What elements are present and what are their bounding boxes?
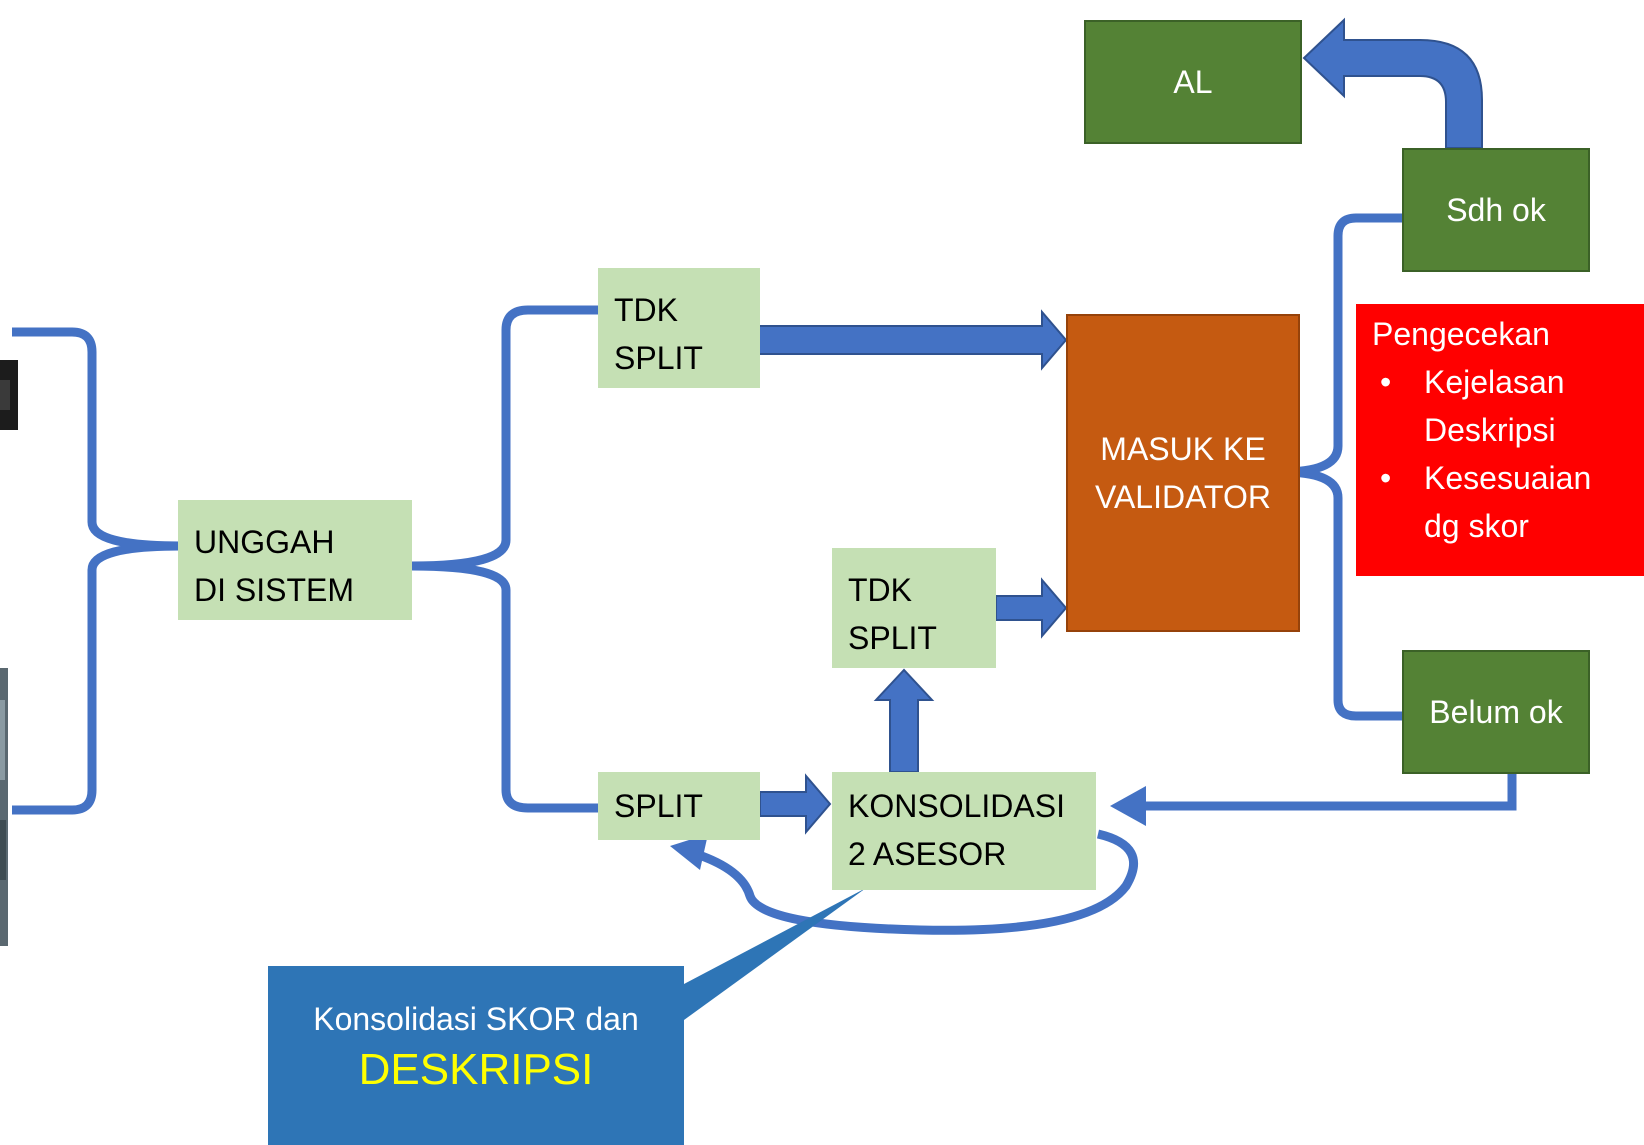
photo-fragment-bottom [0,668,8,946]
node-label: VALIDATOR [1094,479,1272,515]
node-label: AL [1173,64,1213,100]
node-label: TDK [614,292,678,328]
arrow-tdk-split-mid-to-validator [995,577,1068,639]
node-unggah-di-sistem: UNGGAH DI SISTEM [178,500,412,620]
pengecekan-item-text: Kesesuaian [1424,460,1592,496]
node-label: SPLIT [614,788,703,824]
arrowhead-loop-to-split [670,834,708,870]
node-belum-ok: Belum ok [1402,650,1590,774]
pengecekan-list: Kejelasan Deskripsi Kesesuaian dg skor [1372,358,1628,550]
callout-konsolidasi-skor: Konsolidasi SKOR dan DESKRIPSI [268,966,684,1145]
node-label: SPLIT [614,340,703,376]
node-label: DI SISTEM [194,572,355,608]
node-konsolidasi-2-asesor: KONSOLIDASI 2 ASESOR [832,772,1096,890]
pengecekan-note: Pengecekan Kejelasan Deskripsi Kesesuaia… [1356,304,1644,576]
pengecekan-item: Kesesuaian dg skor [1372,454,1628,550]
pengecekan-title: Pengecekan [1372,316,1550,352]
node-label: KONSOLIDASI [848,788,1065,824]
arrow-konsolidasi-to-tdk-split [873,668,935,773]
left-brace [12,327,181,815]
arrow-split-to-konsolidasi [759,773,832,835]
node-masuk-ke-validator: MASUK KE VALIDATOR [1066,314,1300,632]
loop-konsolidasi-to-split [688,829,1139,935]
arrowhead-belum-ok-to-konsolidasi [1110,786,1146,826]
node-label: Sdh ok [1446,192,1546,228]
callout-highlight: DESKRIPSI [358,1045,594,1094]
node-al: AL [1084,20,1302,144]
photo-fragment-top [0,360,18,430]
arrow-sdh-ok-to-al [1302,17,1483,149]
node-split: SPLIT [598,772,760,840]
callout-pointer [684,888,866,1020]
pengecekan-item-text: dg skor [1424,508,1529,544]
split-brace [411,305,598,813]
node-tdk-split-mid: TDK SPLIT [832,548,996,668]
pengecekan-item-text: Kejelasan [1424,364,1565,400]
node-label: MASUK KE [1100,431,1266,467]
pengecekan-item-text: Deskripsi [1424,412,1556,448]
line-belum-ok-to-konsolidasi [1140,772,1517,811]
node-label: UNGGAH [194,524,335,560]
pengecekan-item: Kejelasan Deskripsi [1372,358,1628,454]
node-tdk-split-top: TDK SPLIT [598,268,760,388]
node-sdh-ok: Sdh ok [1402,148,1590,272]
node-label: TDK [848,572,912,608]
node-label: 2 ASESOR [848,836,1007,872]
node-label: SPLIT [848,620,937,656]
node-label: Belum ok [1429,694,1563,730]
arrow-tdk-split-to-validator [757,309,1068,371]
callout-text: Konsolidasi SKOR dan [313,1001,639,1037]
